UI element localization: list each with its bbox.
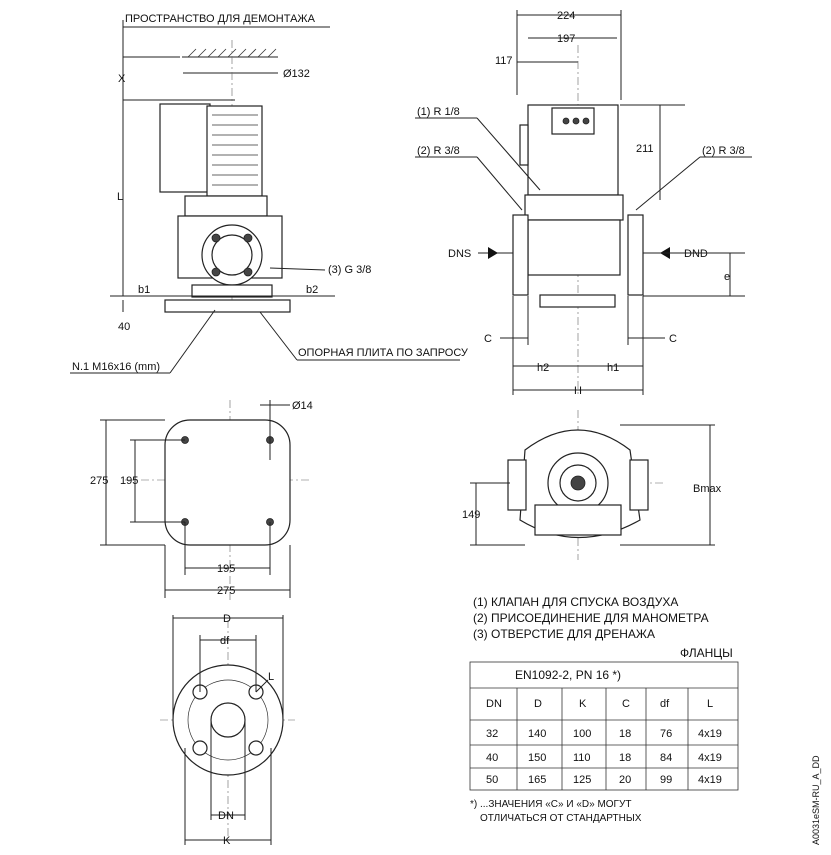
note-3: (3) ОТВЕРСТИЕ ДЛЯ ДРЕНАЖА — [473, 627, 655, 641]
footnote-line-1: *) ...ЗНАЧЕНИЯ «C» И «D» МОГУТ — [470, 799, 631, 810]
table-cell: 150 — [528, 752, 546, 764]
flange-table-title: ФЛАНЦЫ — [680, 646, 733, 660]
table-cell: 140 — [528, 728, 546, 740]
plate-height-275-label: 275 — [90, 475, 108, 487]
b1-label: b1 — [138, 284, 150, 296]
table-cell: 76 — [660, 728, 672, 740]
footnote-line-2: ОТЛИЧАТЬСЯ ОТ СТАНДАРТНЫХ — [480, 813, 642, 824]
l-dimension-label: L — [117, 191, 123, 203]
c-left-label: C — [484, 333, 492, 345]
air-vent-label: (1) R 1/8 — [417, 106, 460, 118]
flange-view: D df L DN K — [160, 613, 295, 847]
table-cell: 32 — [486, 728, 498, 740]
table-cell: 4x19 — [698, 774, 722, 786]
dim-149-label: 149 — [462, 509, 480, 521]
table-cell: 100 — [573, 728, 591, 740]
width-197-label: 197 — [557, 33, 575, 45]
note-2: (2) ПРИСОЕДИНЕНИЕ ДЛЯ МАНОМЕТРА — [473, 611, 709, 625]
gauge-right-label: (2) R 3/8 — [702, 145, 745, 157]
note-1: (1) КЛАПАН ДЛЯ СПУСКА ВОЗДУХА — [473, 595, 678, 609]
front-view: 224 197 117 211 (1) R 1/8 (2) R 3/8 (2) … — [415, 10, 752, 397]
x-dimension-label: X — [118, 73, 126, 85]
flange-df-label: df — [220, 635, 230, 647]
col-df: df — [660, 698, 670, 710]
h2-label: h2 — [537, 362, 549, 374]
table-cell: 18 — [619, 728, 631, 740]
table-cell: 18 — [619, 752, 631, 764]
table-cell: 99 — [660, 774, 672, 786]
base-plate-view: Ø14 275 195 195 275 — [90, 400, 313, 600]
hole-spacing-195-vert-label: 195 — [120, 475, 138, 487]
table-cell: 20 — [619, 774, 631, 786]
h1-label: h1 — [607, 362, 619, 374]
flange-standard: EN1092-2, PN 16 *) — [515, 668, 621, 682]
dns-label: DNS — [448, 248, 471, 260]
flange-table: ФЛАНЦЫ EN1092-2, PN 16 *) DN D K C df L … — [469, 646, 739, 824]
col-l: L — [707, 698, 713, 710]
drawing-code: A0031eSM-RU_A_DD — [811, 755, 821, 845]
c-right-label: C — [669, 333, 677, 345]
flange-dn-label: DN — [218, 810, 234, 822]
width-224-label: 224 — [557, 10, 575, 22]
e-dimension-label: e — [724, 271, 730, 283]
plate-width-275-label: 275 — [217, 585, 235, 597]
side-view: ПРОСТРАНСТВО ДЛЯ ДЕМОНТАЖА X Ø132 L — [70, 13, 469, 374]
table-cell: 165 — [528, 774, 546, 786]
table-cell: 84 — [660, 752, 672, 764]
notes: (1) КЛАПАН ДЛЯ СПУСКА ВОЗДУХА (2) ПРИСОЕ… — [473, 595, 709, 641]
table-cell: 4x19 — [698, 752, 722, 764]
drain-label: (3) G 3/8 — [328, 264, 371, 276]
top-view: 149 Bmax — [462, 410, 722, 560]
h-label: H — [574, 385, 582, 397]
dimension-40-label: 40 — [118, 321, 130, 333]
base-plate-label: ОПОРНАЯ ПЛИТА ПО ЗАПРОСУ — [298, 347, 469, 359]
b2-label: b2 — [306, 284, 318, 296]
diameter-132-label: Ø132 — [283, 68, 310, 80]
col-d: D — [534, 698, 542, 710]
flange-l-label: L — [268, 671, 274, 683]
flange-k-label: K — [223, 835, 231, 847]
table-cell: 125 — [573, 774, 591, 786]
hole-spacing-195-horiz-label: 195 — [217, 563, 235, 575]
gauge-left-label: (2) R 3/8 — [417, 145, 460, 157]
hole-diameter-label: Ø14 — [292, 400, 313, 412]
dnd-label: DND — [684, 248, 708, 260]
flange-d-label: D — [223, 613, 231, 625]
height-211-label: 211 — [636, 143, 654, 155]
width-117-label: 117 — [495, 55, 513, 67]
col-k: K — [579, 698, 587, 710]
table-cell: 40 — [486, 752, 498, 764]
bolt-label: N.1 M16x16 (mm) — [72, 361, 160, 373]
table-cell: 110 — [573, 752, 591, 764]
table-cell: 4x19 — [698, 728, 722, 740]
table-cell: 50 — [486, 774, 498, 786]
col-dn: DN — [486, 698, 502, 710]
bmax-label: Bmax — [693, 483, 722, 495]
col-c: C — [622, 698, 630, 710]
dismantle-space-label: ПРОСТРАНСТВО ДЛЯ ДЕМОНТАЖА — [125, 13, 316, 25]
